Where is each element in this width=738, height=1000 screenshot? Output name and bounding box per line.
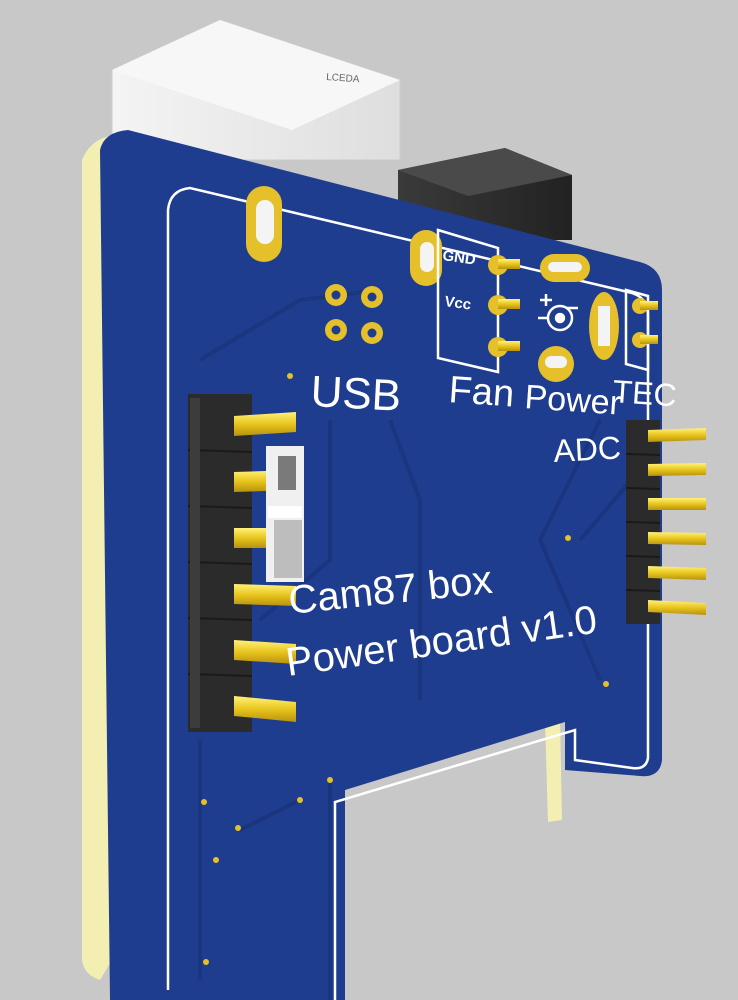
label-gnd: GND bbox=[441, 247, 477, 268]
header-right-pins bbox=[648, 428, 706, 615]
usb-connector-label: LCEDA bbox=[326, 72, 360, 85]
tec-connector bbox=[624, 288, 658, 372]
mounting-slot-left bbox=[246, 186, 282, 262]
tec-pin-1 bbox=[632, 298, 658, 314]
label-power: Power bbox=[523, 378, 622, 423]
fan-pin-3 bbox=[488, 337, 520, 357]
mounting-slot-right bbox=[410, 230, 442, 286]
copper-traces bbox=[198, 288, 642, 1000]
pcb-board bbox=[100, 130, 662, 1000]
label-usb: USB bbox=[309, 367, 402, 421]
fan-pin-2 bbox=[488, 295, 520, 315]
power-jack-pads bbox=[538, 254, 619, 382]
vias bbox=[201, 373, 609, 965]
label-tec: TEC bbox=[612, 373, 678, 413]
label-adc: ADC bbox=[552, 430, 621, 469]
pin-header-right bbox=[625, 420, 706, 624]
usb-pads bbox=[325, 284, 383, 344]
smd-component bbox=[266, 446, 304, 582]
fan-connector bbox=[436, 228, 520, 374]
tec-pin-2 bbox=[632, 332, 658, 348]
dc-polarity-icon bbox=[538, 294, 578, 332]
fan-pin-1 bbox=[488, 255, 520, 275]
label-vcc: Vcc bbox=[443, 293, 472, 314]
label-fan: Fan bbox=[447, 369, 515, 415]
